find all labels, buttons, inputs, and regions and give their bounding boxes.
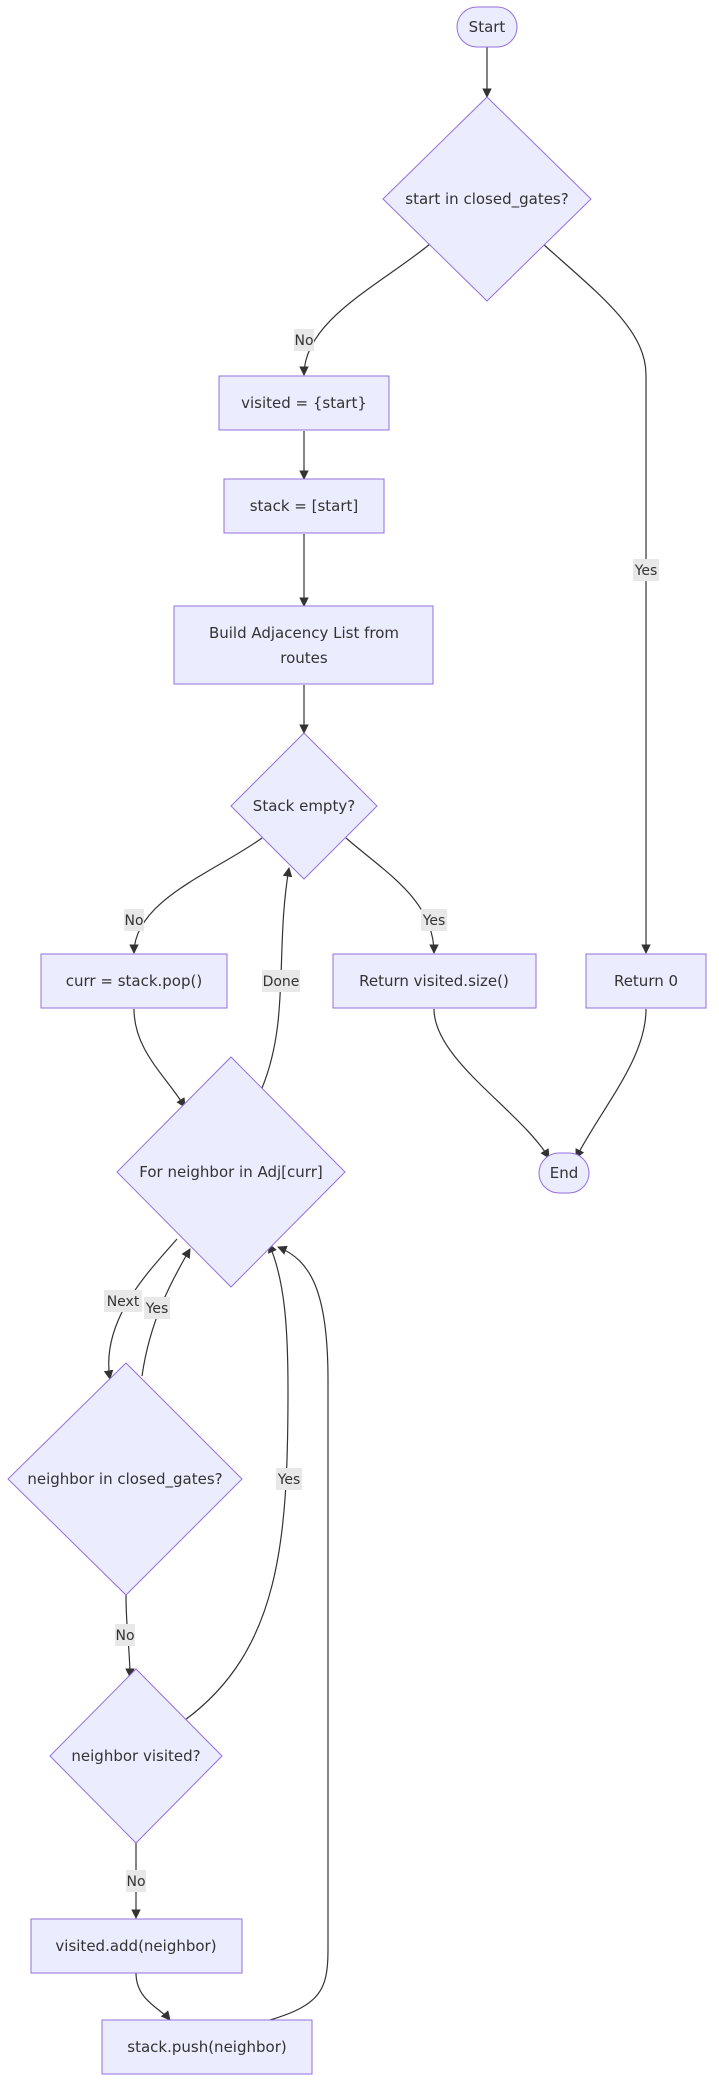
- node-neighbor-visited[interactable]: neighbor visited?: [49, 1668, 223, 1844]
- node-visited-add-label: visited.add(neighbor): [55, 1937, 216, 1955]
- node-init-visited[interactable]: visited = {start}: [218, 375, 390, 431]
- node-for-neighbor[interactable]: For neighbor in Adj[curr]: [116, 1056, 346, 1288]
- edge-pop-to-for: [133, 1008, 186, 1108]
- edge-check-no: [299, 243, 431, 376]
- node-check-start-label: start in closed_gates?: [405, 190, 568, 209]
- node-init-stack-label: stack = [start]: [250, 497, 359, 515]
- edge-label-check-no: No: [294, 333, 313, 349]
- edge-label-check-yes: Yes: [634, 563, 658, 579]
- nodes: Start start in closed_gates? visited = {…: [7, 6, 707, 2075]
- node-for-neighbor-label: For neighbor in Adj[curr]: [139, 1163, 322, 1181]
- node-neighbor-closed[interactable]: neighbor in closed_gates?: [7, 1362, 243, 1596]
- edge-check-yes: [542, 243, 651, 954]
- node-build-adjacency[interactable]: Build Adjacency List from routes: [173, 605, 434, 685]
- node-neighbor-visited-label: neighbor visited?: [71, 1747, 200, 1765]
- node-visited-add[interactable]: visited.add(neighbor): [30, 1918, 243, 1974]
- node-return-size-label: Return visited.size(): [359, 972, 509, 990]
- edge-visited-yes: [184, 1243, 289, 1721]
- node-end[interactable]: End: [538, 1152, 590, 1194]
- node-return-zero[interactable]: Return 0: [585, 953, 707, 1009]
- node-check-start[interactable]: start in closed_gates?: [382, 96, 592, 302]
- edge-label-visited-no: No: [126, 1874, 145, 1890]
- node-build-adjacency-line2: routes: [280, 649, 328, 667]
- edge-labels: No Yes No Yes Done Next Yes Yes No No: [104, 329, 659, 1892]
- node-start[interactable]: Start: [456, 6, 518, 48]
- edge-label-visited-yes: Yes: [277, 1472, 301, 1488]
- edge-return-size-to-end: [433, 1008, 550, 1159]
- node-neighbor-closed-label: neighbor in closed_gates?: [27, 1470, 222, 1489]
- node-end-label: End: [550, 1164, 579, 1182]
- node-stack-push-label: stack.push(neighbor): [127, 2038, 286, 2056]
- edge-label-for-next: Next: [107, 1294, 140, 1310]
- node-return-zero-label: Return 0: [614, 972, 678, 990]
- node-return-size[interactable]: Return visited.size(): [332, 953, 537, 1009]
- edge-empty-no: [129, 837, 263, 954]
- node-stack-empty[interactable]: Stack empty?: [230, 732, 378, 880]
- edge-return-zero-to-end: [575, 1008, 647, 1159]
- node-stack-empty-label: Stack empty?: [253, 797, 355, 815]
- edge-label-closed-no: No: [115, 1628, 134, 1644]
- edge-add-to-push: [135, 1972, 171, 2021]
- node-pop-label: curr = stack.pop(): [66, 972, 202, 990]
- edge-label-for-done: Done: [263, 974, 300, 990]
- node-init-stack[interactable]: stack = [start]: [223, 478, 385, 534]
- node-build-adjacency-line1: Build Adjacency List from: [209, 624, 399, 642]
- edge-label-empty-yes: Yes: [422, 913, 446, 929]
- node-pop[interactable]: curr = stack.pop(): [40, 953, 228, 1009]
- edge-label-closed-yes: Yes: [145, 1301, 169, 1317]
- edge-label-empty-no: No: [124, 913, 143, 929]
- node-init-visited-label: visited = {start}: [241, 394, 367, 412]
- edge-push-to-for: [269, 1245, 329, 2021]
- node-stack-push[interactable]: stack.push(neighbor): [101, 2019, 313, 2075]
- node-start-label: Start: [469, 18, 506, 36]
- edge-empty-yes: [345, 837, 439, 954]
